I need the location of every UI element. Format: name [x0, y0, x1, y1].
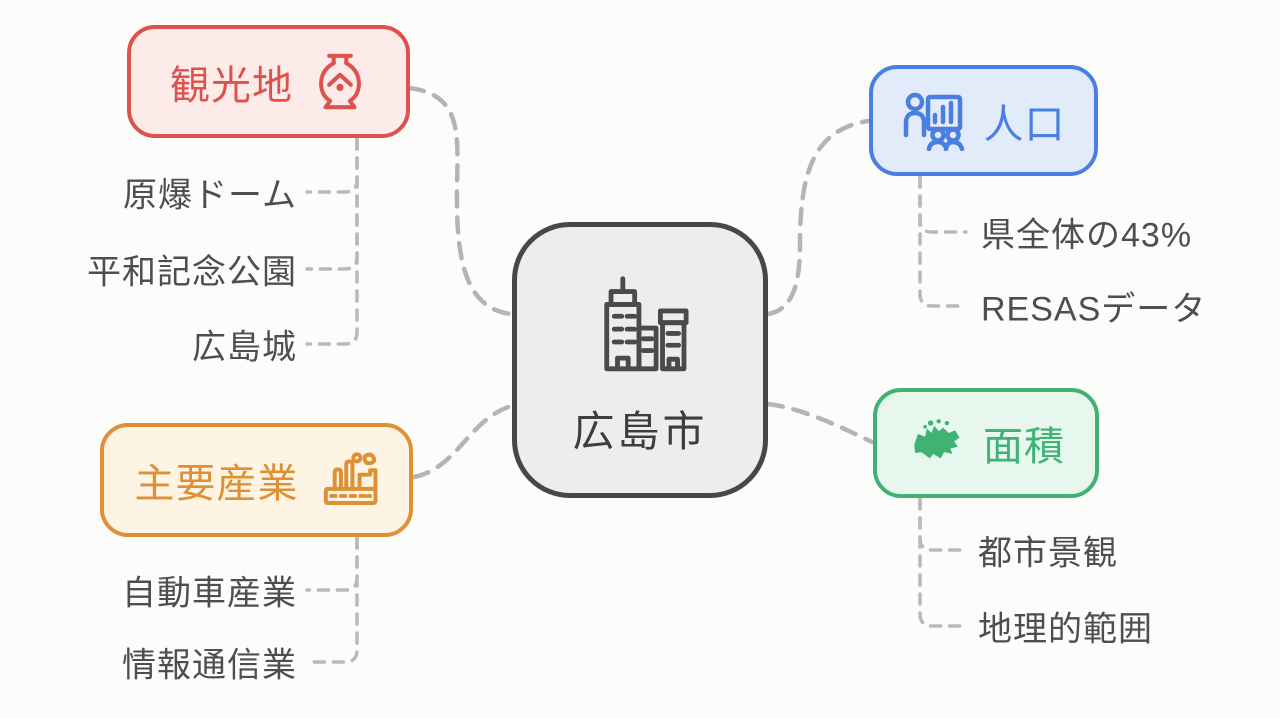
branch-label-tourist-spots: 観光地 [170, 63, 293, 108]
leaf-node-ict-industry[interactable]: 情報通信業 [122, 646, 297, 685]
connector-leaf-peace-park [305, 137, 359, 271]
leaf-node-geographic-scope[interactable]: 地理的範囲 [978, 610, 1153, 649]
leaf-node-hiroshima-castle[interactable]: 広島城 [192, 328, 297, 367]
city-buildings-icon [604, 275, 689, 371]
leaf-node-43-percent-of-prefecture[interactable]: 県全体の43% [981, 216, 1193, 255]
population-chart-icon [903, 92, 964, 151]
branch-label-main-industries: 主要産業 [134, 462, 299, 506]
connector-leaf-urban-landscape [918, 497, 968, 552]
connector-leaf-43-percent [918, 175, 968, 234]
map-icon [914, 419, 960, 459]
connector-leaf-genbaku-dome [305, 137, 359, 194]
landmark-vase-icon [319, 53, 361, 109]
connector-leaf-automobile [305, 536, 359, 592]
branch-node-tourist-spots[interactable]: 観光地 [127, 25, 410, 138]
leaf-node-peace-memorial-park[interactable]: 平和記念公園 [87, 253, 297, 292]
center-node-label: 広島市 [572, 407, 708, 455]
center-node-hiroshima-city[interactable]: 広島市 [512, 222, 768, 498]
branch-label-population: 人口 [983, 102, 1066, 147]
leaf-node-automobile-industry[interactable]: 自動車産業 [122, 574, 297, 613]
connector-leaf-hiroshima-castle [305, 137, 359, 346]
connector-leaf-geographic-scope [918, 497, 968, 628]
connector-center-population [765, 118, 871, 317]
branch-node-main-industries[interactable]: 主要産業 [100, 423, 413, 537]
connector-center-area [765, 401, 875, 445]
branch-node-area[interactable]: 面積 [873, 388, 1099, 498]
connector-tourist-center [406, 85, 514, 317]
factory-icon [323, 452, 377, 506]
leaf-node-genbaku-dome[interactable]: 原爆ドーム [123, 176, 297, 215]
connector-leaf-resas [918, 175, 968, 308]
leaf-node-resas-data[interactable]: RESASデータ [981, 290, 1207, 329]
connector-leaf-ict [305, 536, 359, 664]
connector-industry-center [411, 403, 514, 480]
branch-label-area: 面積 [983, 425, 1065, 469]
branch-node-population[interactable]: 人口 [869, 65, 1098, 176]
leaf-node-urban-landscape[interactable]: 都市景観 [978, 534, 1118, 573]
